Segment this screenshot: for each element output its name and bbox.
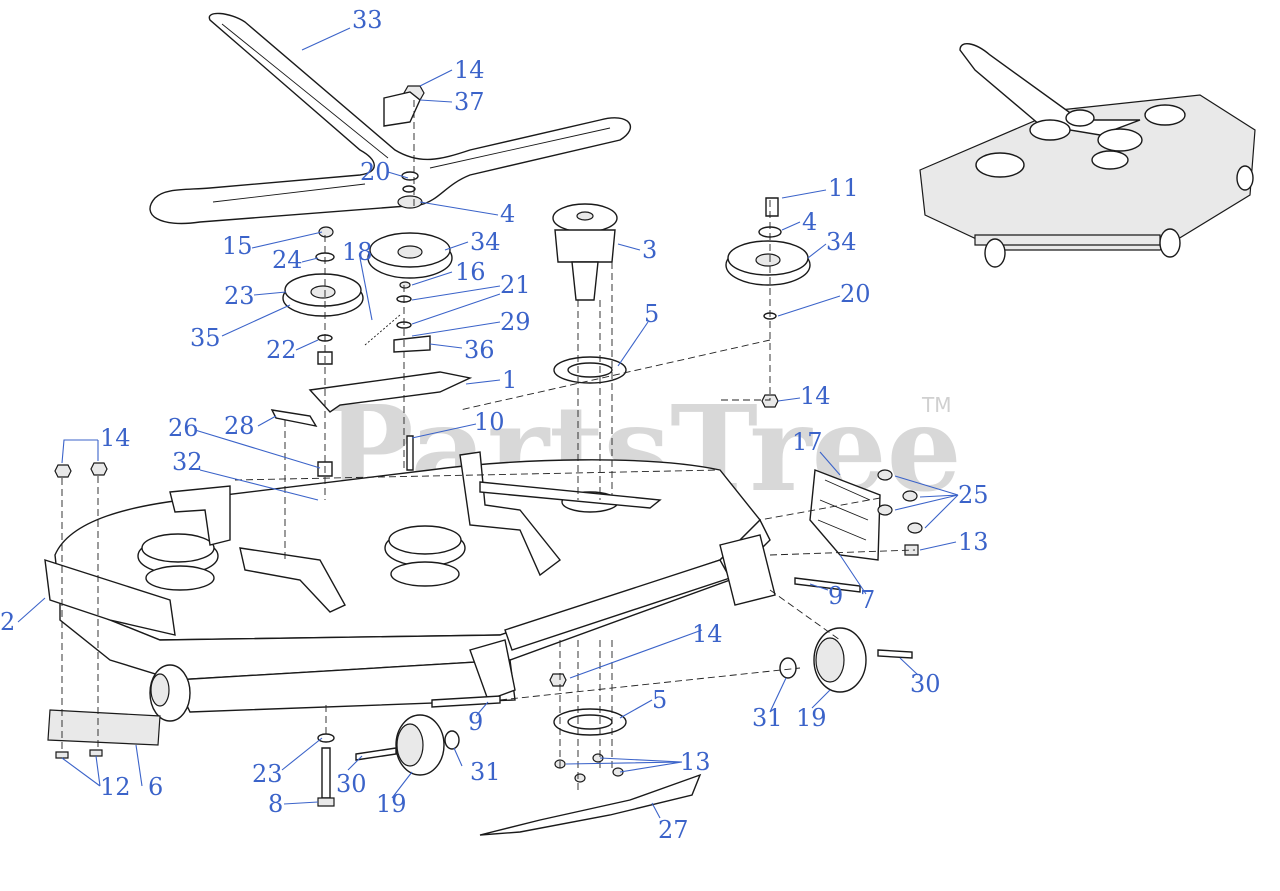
callout-14d: 14 xyxy=(692,620,723,648)
callout-13b: 13 xyxy=(680,748,711,776)
callout-16: 16 xyxy=(455,258,486,286)
callout-7: 7 xyxy=(860,586,875,614)
callout-14: 14 xyxy=(454,56,485,84)
callout-30: 30 xyxy=(910,670,941,698)
callout-9: 9 xyxy=(828,582,843,610)
callout-22: 22 xyxy=(266,336,297,364)
callout-19b: 19 xyxy=(376,790,407,818)
callout-14c: 14 xyxy=(100,424,131,452)
callout-37: 37 xyxy=(454,88,485,116)
callout-34: 34 xyxy=(470,228,501,256)
callout-12: 12 xyxy=(100,773,131,801)
callout-34b: 34 xyxy=(826,228,857,256)
callout-21: 21 xyxy=(500,271,531,299)
callout-20: 20 xyxy=(360,158,391,186)
callout-8: 8 xyxy=(268,790,283,818)
callout-31b: 31 xyxy=(470,758,501,786)
lower-hardware xyxy=(54,462,923,836)
upper-hardware xyxy=(270,85,473,505)
callout-11: 11 xyxy=(828,174,859,202)
callout-28: 28 xyxy=(224,412,255,440)
callout-33: 33 xyxy=(352,6,383,34)
callout-13: 13 xyxy=(958,528,989,556)
leader-lines xyxy=(17,27,959,819)
callout-6: 6 xyxy=(148,773,163,801)
callout-17: 17 xyxy=(792,428,823,456)
alignment-lines xyxy=(61,100,916,790)
callout-35: 35 xyxy=(190,324,221,352)
callout-5b: 5 xyxy=(652,686,667,714)
callout-10: 10 xyxy=(474,408,505,436)
callout-4: 4 xyxy=(500,200,515,228)
callout-labels: 33 14 37 20 4 15 34 18 24 16 23 35 21 29… xyxy=(0,6,989,844)
callout-32: 32 xyxy=(172,448,203,476)
callout-18: 18 xyxy=(342,238,373,266)
callout-26: 26 xyxy=(168,414,199,442)
callout-29: 29 xyxy=(500,308,531,336)
callout-25: 25 xyxy=(958,481,989,509)
callout-14b: 14 xyxy=(800,382,831,410)
mower-deck-shell xyxy=(44,451,881,746)
callout-30b: 30 xyxy=(336,770,367,798)
callout-23b: 23 xyxy=(252,760,283,788)
callout-3: 3 xyxy=(642,236,657,264)
callout-20b: 20 xyxy=(840,280,871,308)
callout-24: 24 xyxy=(272,246,303,274)
callout-31: 31 xyxy=(752,704,783,732)
callout-19: 19 xyxy=(796,704,827,732)
right-idler-pulley xyxy=(725,197,811,408)
callout-27: 27 xyxy=(658,816,689,844)
callout-2: 2 xyxy=(0,608,15,636)
callout-4b: 4 xyxy=(802,208,817,236)
callout-1: 1 xyxy=(502,366,517,394)
spindle-assembly xyxy=(552,203,627,384)
callout-15: 15 xyxy=(222,232,253,260)
callout-9b: 9 xyxy=(468,708,483,736)
deck-assembly-thumbnail xyxy=(919,43,1256,268)
drive-belt xyxy=(149,12,632,225)
watermark-trademark: TM xyxy=(921,393,951,417)
callout-5: 5 xyxy=(644,300,659,328)
callout-23: 23 xyxy=(224,282,255,310)
callout-36: 36 xyxy=(464,336,495,364)
